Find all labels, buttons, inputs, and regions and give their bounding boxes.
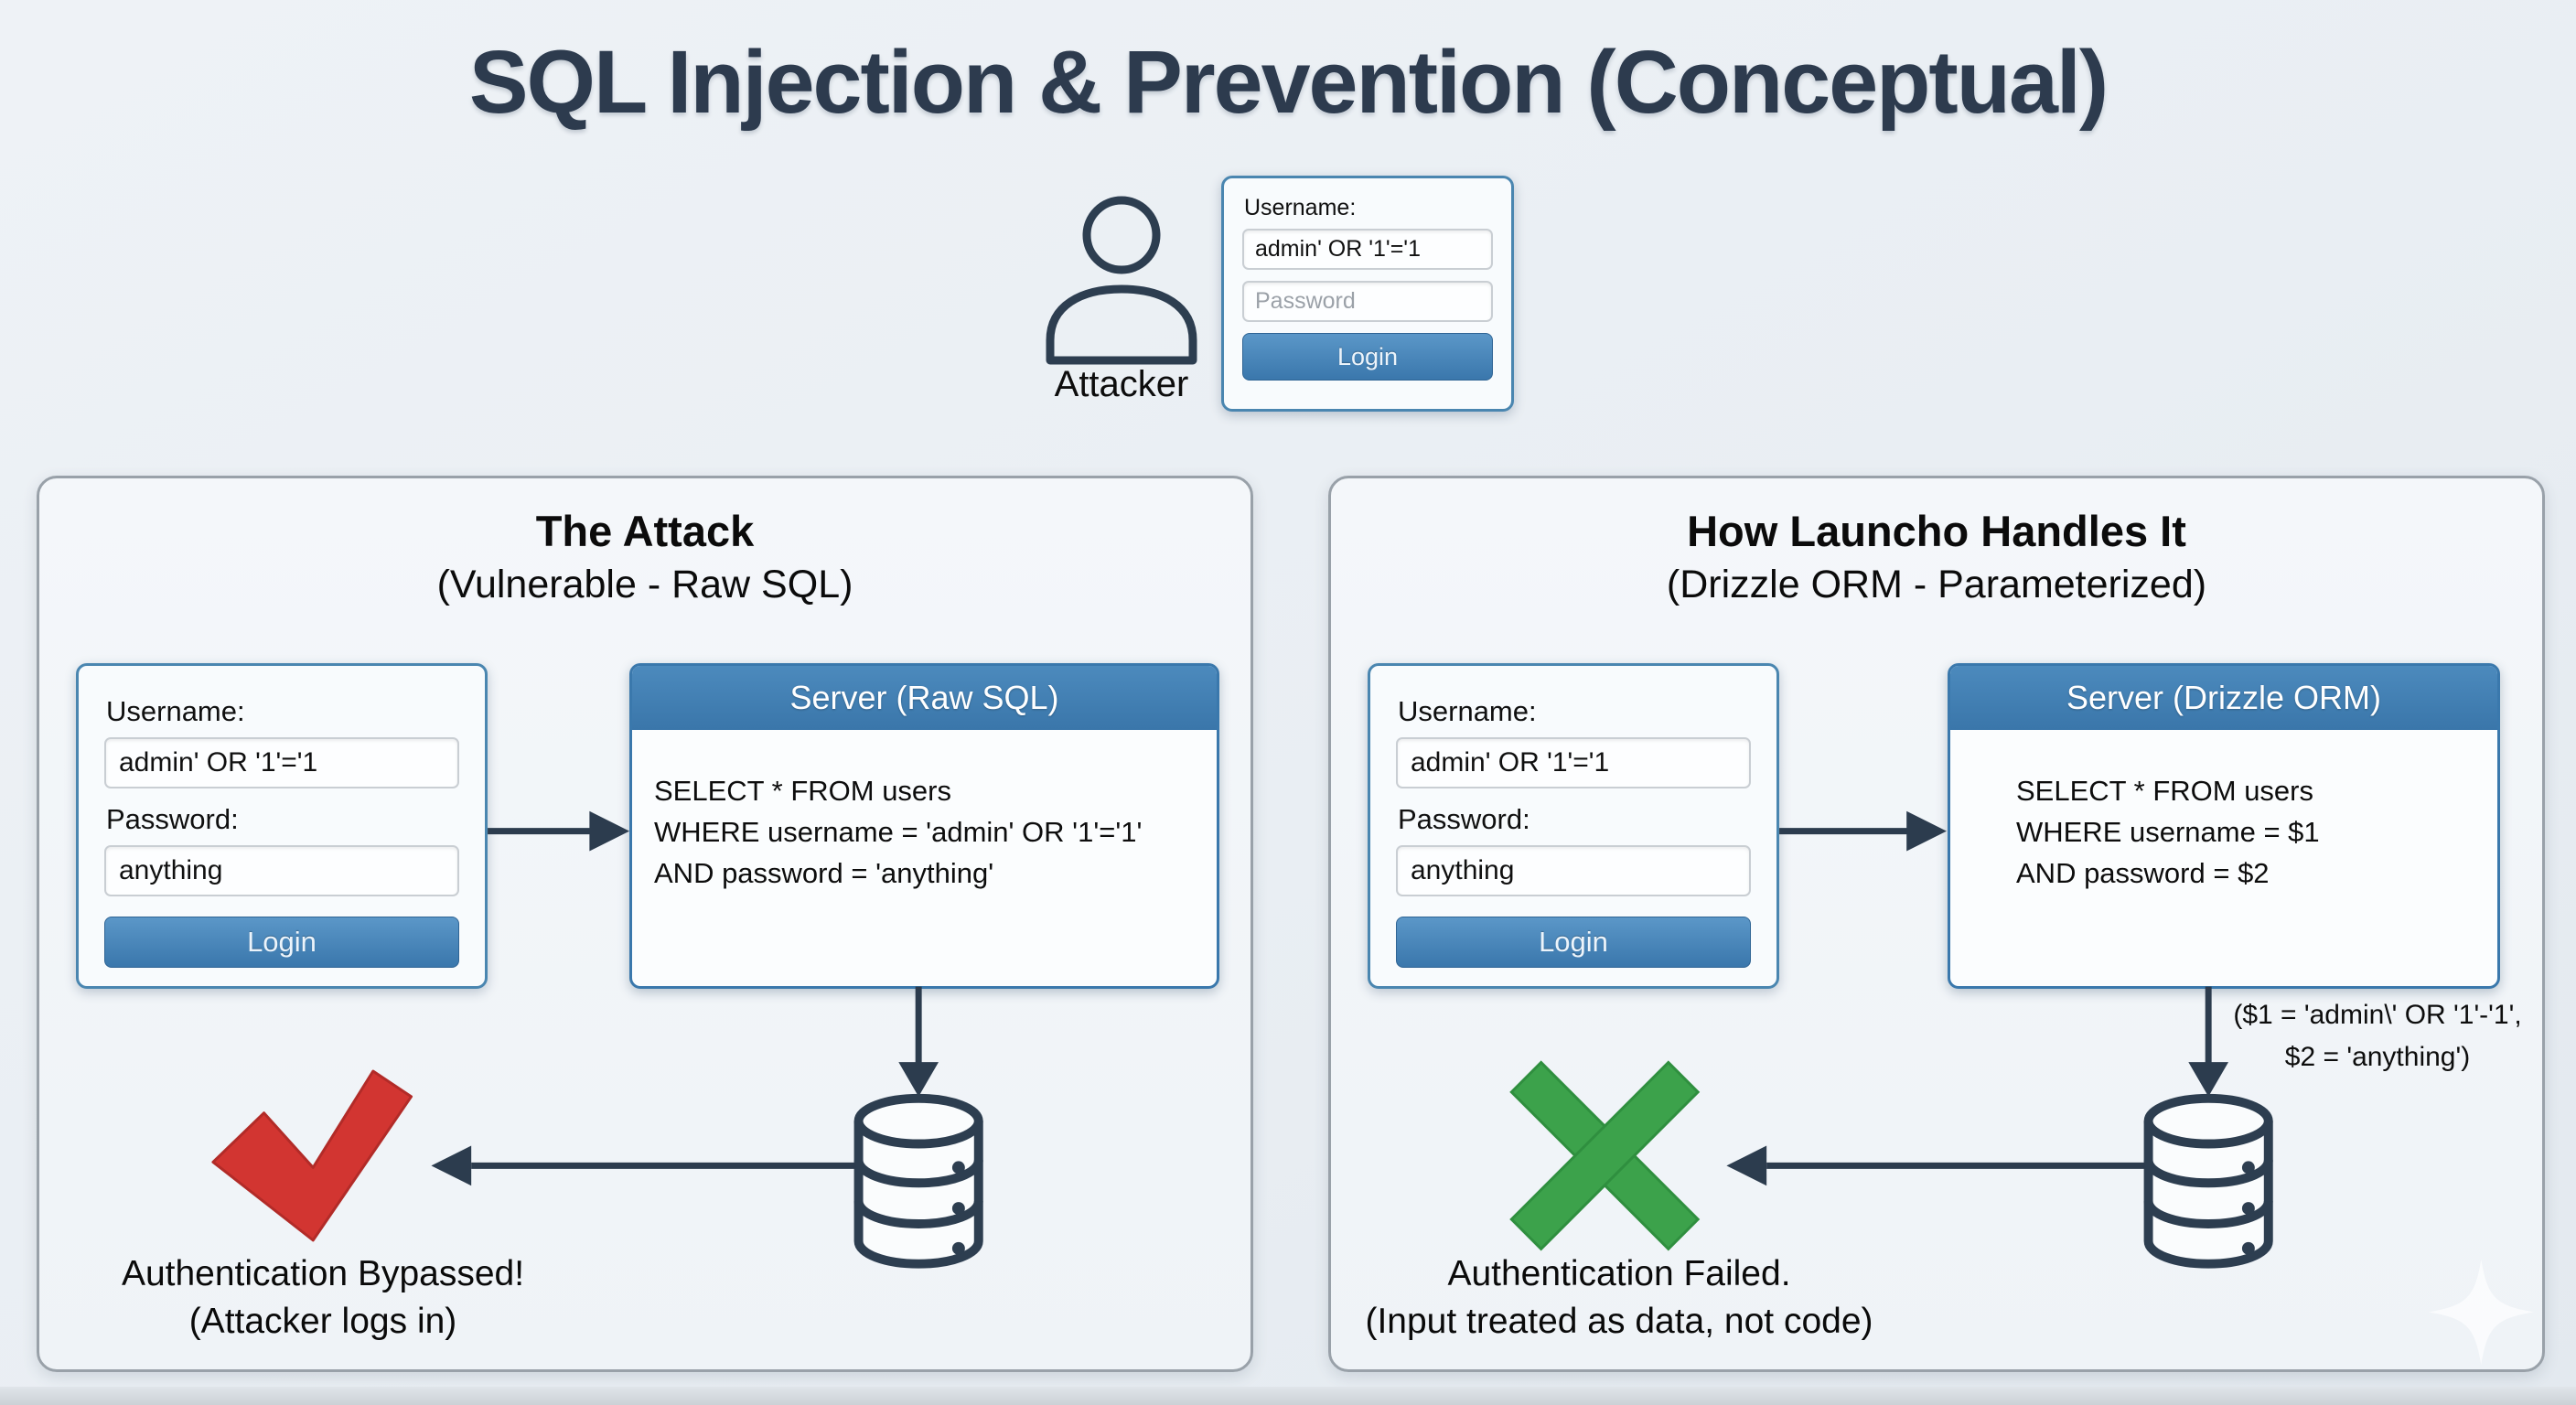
annotation-line: $2 = 'anything') (2284, 1042, 2471, 1072)
arrow-down-icon (898, 986, 939, 1097)
drizzle-server-box: Server (Drizzle ORM) SELECT * FROM users… (1948, 663, 2500, 989)
attacker-person-icon (1046, 196, 1197, 365)
sql-query: SELECT * FROM users WHERE username = 'ad… (632, 730, 1217, 894)
sql-line: SELECT * FROM users (2016, 775, 2314, 807)
panel-title: How Launcho Handles It (1687, 507, 2186, 555)
panel-title: The Attack (535, 507, 755, 555)
username-label: Username: (1244, 195, 1357, 220)
checkmark-icon (211, 1069, 413, 1242)
sparkle-icon (2428, 1259, 2534, 1366)
raw-sql-server-box: Server (Raw SQL) SELECT * FROM users WHE… (629, 663, 1219, 989)
prevention-result: Authentication Failed. (Input treated as… (1331, 1250, 1907, 1346)
server-title: Server (Raw SQL) (632, 666, 1217, 730)
password-input[interactable] (1396, 845, 1751, 896)
database-icon (2143, 1093, 2273, 1269)
result-line: Authentication Failed. (1447, 1254, 1791, 1293)
database-icon (853, 1093, 983, 1269)
result-line: (Input treated as data, not code) (1365, 1302, 1873, 1341)
sql-query: SELECT * FROM users WHERE username = $1 … (1950, 730, 2497, 894)
arrow-left-icon (431, 1145, 855, 1186)
password-input[interactable] (1242, 281, 1493, 322)
arrow-right-icon (1779, 810, 1947, 852)
login-button[interactable]: Login (1242, 333, 1493, 381)
sql-line: AND password = 'anything' (654, 857, 994, 889)
login-button[interactable]: Login (1396, 917, 1751, 968)
page-title: SQL Injection & Prevention (Conceptual) (468, 32, 2109, 132)
sql-line: WHERE username = $1 (2016, 816, 2320, 848)
annotation-line: ($1 = 'admin\' OR '1'-'1', (2233, 1000, 2522, 1030)
password-label: Password: (1398, 803, 1530, 835)
sql-line: AND password = $2 (2016, 857, 2270, 889)
username-input[interactable] (1396, 737, 1751, 788)
username-label: Username: (106, 695, 245, 727)
attack-login-form: Username: Password: Login (76, 663, 488, 989)
username-input[interactable] (104, 737, 459, 788)
password-label: Password: (106, 803, 239, 835)
prevention-panel: How Launcho Handles It (Drizzle ORM - Pa… (1328, 476, 2545, 1372)
attack-result: Authentication Bypassed! (Attacker logs … (58, 1250, 588, 1346)
attacker-label: Attacker (1054, 364, 1189, 404)
result-line: Authentication Bypassed! (121, 1254, 525, 1293)
parameter-annotation: ($1 = 'admin\' OR '1'-'1', $2 = 'anythin… (2209, 994, 2546, 1078)
arrow-right-icon (488, 810, 630, 852)
arrow-left-icon (1726, 1145, 2145, 1186)
username-label: Username: (1398, 695, 1537, 727)
password-input[interactable] (104, 845, 459, 896)
sql-line: SELECT * FROM users (654, 775, 952, 807)
prevention-login-form: Username: Password: Login (1368, 663, 1779, 989)
cross-icon (1509, 1060, 1701, 1251)
attack-panel: The Attack (Vulnerable - Raw SQL) Userna… (37, 476, 1253, 1372)
attacker-login-form: Username: Login (1221, 176, 1514, 412)
result-line: (Attacker logs in) (188, 1302, 457, 1341)
panel-subtitle: (Vulnerable - Raw SQL) (436, 563, 853, 606)
sql-line: WHERE username = 'admin' OR '1'='1' (654, 816, 1143, 848)
panel-subtitle: (Drizzle ORM - Parameterized) (1666, 563, 2207, 606)
server-title: Server (Drizzle ORM) (1950, 666, 2497, 730)
username-input[interactable] (1242, 229, 1493, 270)
login-button[interactable]: Login (104, 917, 459, 968)
